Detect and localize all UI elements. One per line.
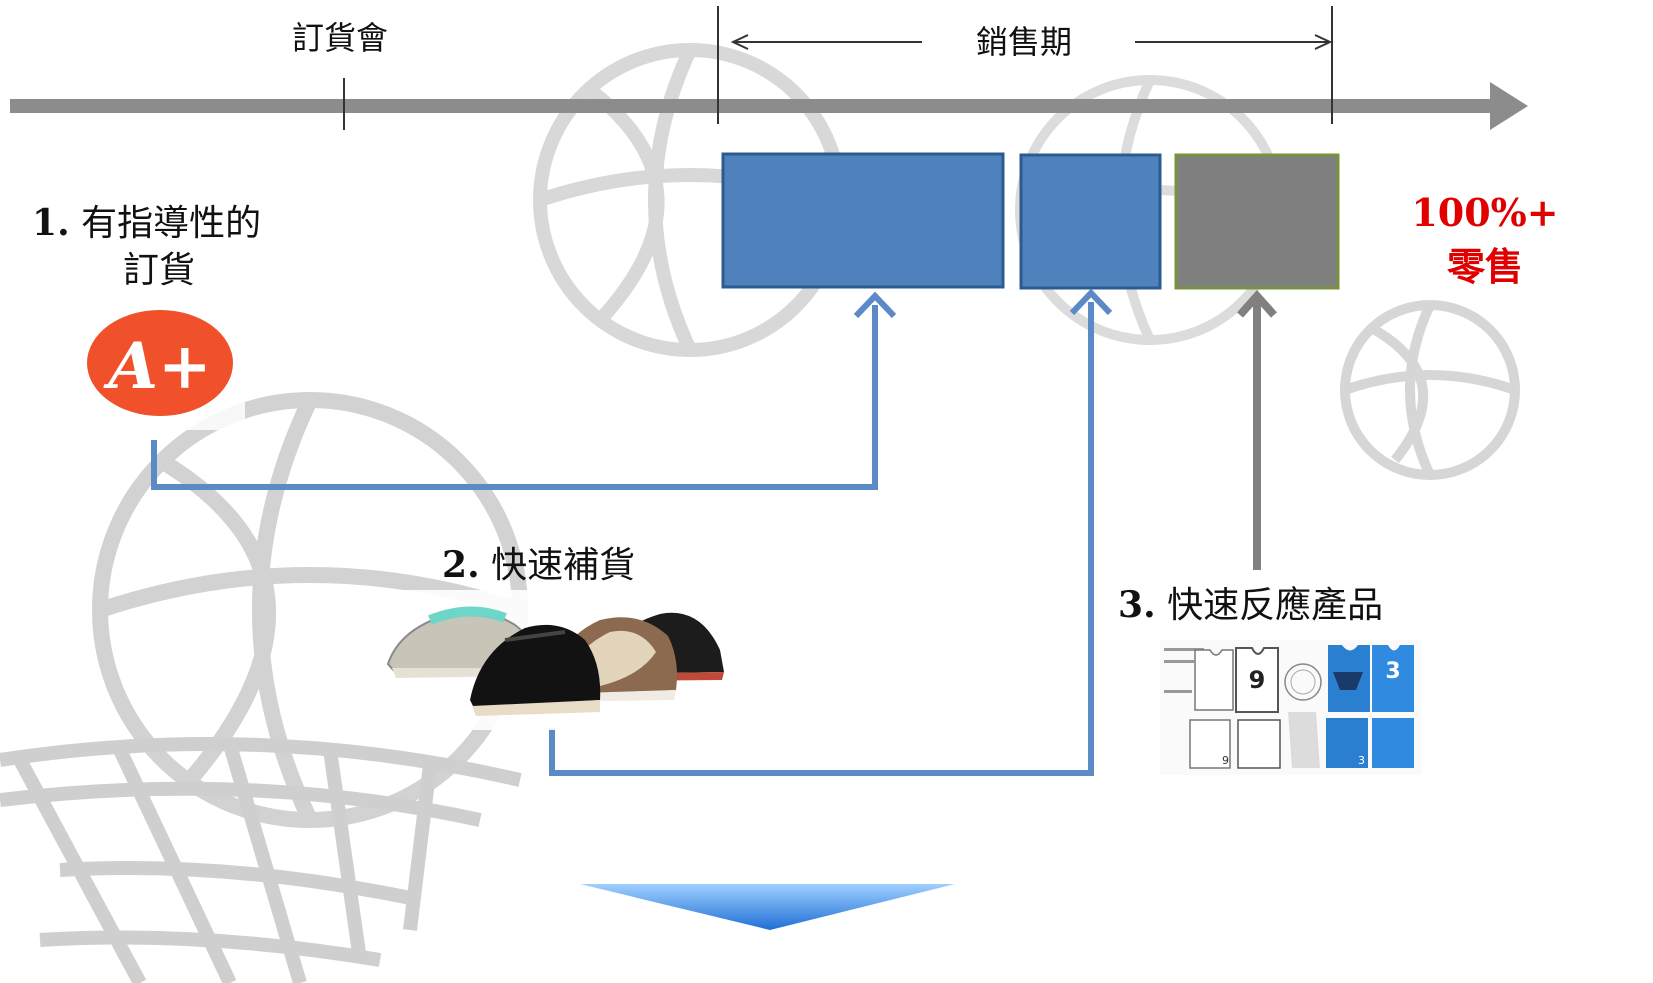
timeline-arrowhead	[1490, 82, 1528, 130]
jerseys-image: 9 9 3 3	[1160, 640, 1422, 775]
retail-percent: 100%+	[1411, 190, 1559, 235]
step-1-dot: .	[57, 202, 70, 244]
connector-1	[151, 305, 878, 490]
step-1-number: 1	[32, 202, 58, 244]
quick-response-sales-block	[1174, 153, 1340, 290]
svg-text:9: 9	[1222, 754, 1229, 767]
basketball-icon	[1340, 300, 1520, 480]
step-1-label: 1. 有指導性的	[32, 200, 261, 247]
replenish-sales-block	[1019, 153, 1162, 290]
a-plus-logo-text: A+	[103, 329, 211, 404]
connector-2	[549, 302, 1094, 776]
connector-3-arrowhead	[1237, 290, 1277, 318]
sales-period-label: 銷售期	[976, 23, 1073, 61]
retail-text: 零售	[1446, 244, 1523, 289]
step-3-label: 3. 快速反應產品	[1118, 582, 1383, 629]
step-2-number: 2	[442, 544, 468, 586]
hoop-net-icon	[0, 737, 522, 983]
a-plus-logo-icon	[87, 310, 233, 416]
timeline-bar	[10, 99, 1500, 113]
step-3-number: 3	[1118, 584, 1144, 626]
bottom-down-arrow-icon	[580, 884, 955, 930]
step-2-text: 快速補貨	[491, 545, 636, 586]
step-3-dot: .	[1143, 584, 1156, 626]
connector-1-arrowhead	[853, 291, 897, 319]
step-2-label: 2. 快速補貨	[442, 542, 635, 589]
order-sales-block	[721, 152, 1005, 289]
step-2-dot: .	[467, 544, 480, 586]
step-3-text: 快速反應產品	[1167, 585, 1384, 626]
svg-text:9: 9	[1249, 666, 1266, 694]
retail-label: 100%+ 零售	[1405, 186, 1565, 294]
svg-text:3: 3	[1358, 754, 1365, 767]
connector-2-arrowhead	[1069, 288, 1113, 316]
order-meeting-label: 訂貨會	[292, 19, 389, 57]
svg-text:3: 3	[1385, 659, 1400, 684]
step-1-text-line2: 訂貨	[123, 250, 196, 291]
step-1-text-line1: 有指導性的	[81, 203, 262, 244]
sneakers-image	[386, 606, 724, 716]
